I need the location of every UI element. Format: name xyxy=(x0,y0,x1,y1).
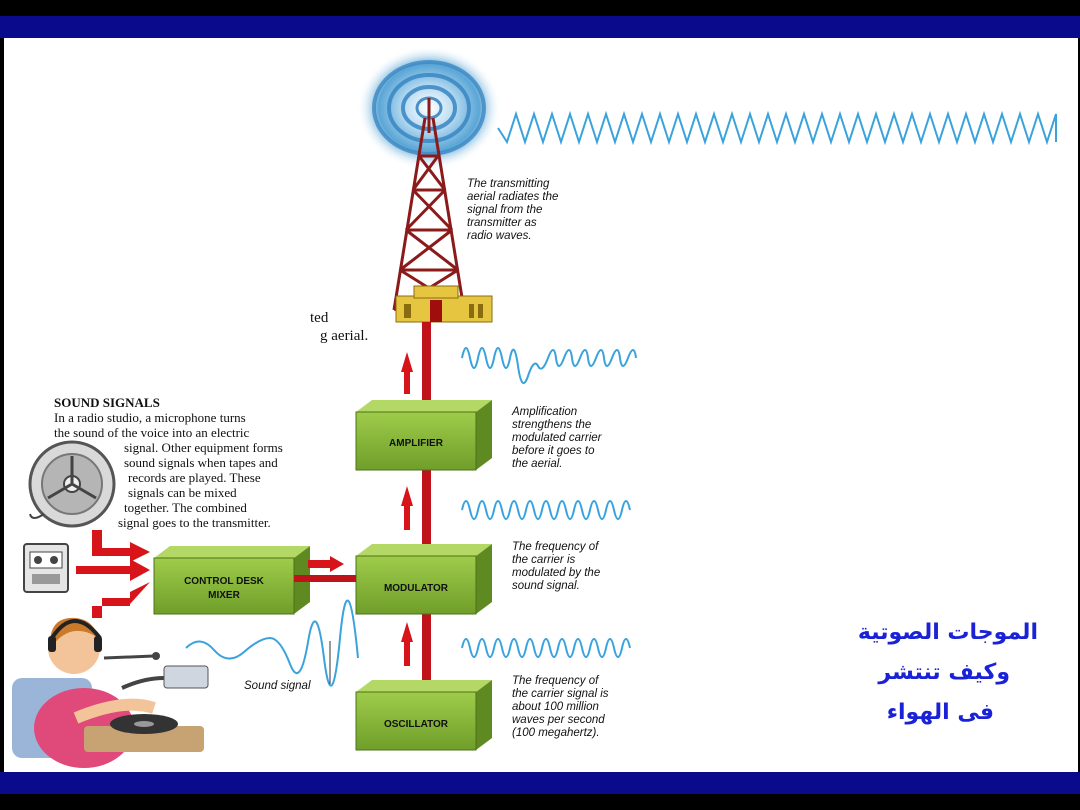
slide-frame-top xyxy=(0,16,1080,38)
mixer-modulator-link xyxy=(294,575,356,582)
note-modulation: The frequency of the carrier is modulate… xyxy=(512,541,601,592)
cassette-icon xyxy=(23,543,69,593)
radio-wave-top xyxy=(497,110,1057,146)
arabic-caption-line3: فى الهواء xyxy=(886,700,994,725)
sound-signals-line: the sound of the voice into an electric xyxy=(54,425,250,440)
slide-canvas: AMPLIFIER MODULATOR OSCILLATOR CONTROL D… xyxy=(4,38,1078,772)
announcer-illustration xyxy=(12,617,209,768)
amplifier-box: AMPLIFIER xyxy=(355,400,492,471)
sound-signals-line: signal. Other equipment forms xyxy=(124,440,283,455)
sound-signals-line: signal goes to the transmitter. xyxy=(118,515,271,530)
wave-amplified xyxy=(461,347,637,385)
sound-signals-line: records are played. These xyxy=(128,470,261,485)
note-oscillator: The frequency of the carrier signal is a… xyxy=(512,675,609,739)
amplifier-label: AMPLIFIER xyxy=(389,438,444,449)
note-aerial: The transmitting aerial radiates the sig… xyxy=(467,178,559,242)
wave-carrier xyxy=(461,638,631,658)
control-desk-mixer-box: CONTROL DESK MIXER xyxy=(153,546,310,615)
wave-modulated xyxy=(461,500,631,520)
modulator-box: MODULATOR xyxy=(355,544,492,615)
arrow-right-icon xyxy=(308,556,344,572)
mixer-label-line1: CONTROL DESK xyxy=(184,576,265,587)
oscillator-label: OSCILLATOR xyxy=(384,719,449,730)
arrow-up-icon xyxy=(401,352,413,666)
sound-signals-line: sound signals when tapes and xyxy=(124,455,278,470)
slide-frame-bottom xyxy=(0,772,1080,794)
modulator-label: MODULATOR xyxy=(384,583,449,594)
input-arrows xyxy=(76,530,150,618)
sound-signals-line: signals can be mixed xyxy=(128,485,237,500)
fragment-line1: ted xyxy=(310,310,329,326)
sound-signals-line: In a radio studio, a microphone turns xyxy=(54,410,246,425)
transmitter-building xyxy=(395,285,493,323)
radio-transmission-diagram: AMPLIFIER MODULATOR OSCILLATOR CONTROL D… xyxy=(12,46,1057,768)
reel-tape-icon xyxy=(28,440,116,528)
mixer-label-line2: MIXER xyxy=(208,590,240,601)
fragment-line2: g aerial. xyxy=(320,328,369,344)
note-amplification: Amplification strengthens the modulated … xyxy=(512,406,602,470)
sound-signals-line: together. The combined xyxy=(124,500,247,515)
sound-signals-heading: SOUND SIGNALS xyxy=(54,395,160,410)
arabic-caption-line2: وكيف تنتشر xyxy=(878,660,1010,685)
arabic-caption-line1: الموجات الصوتية xyxy=(857,620,1038,645)
signal-trunk xyxy=(422,322,431,692)
wave-sound-signal xyxy=(185,599,359,687)
oscillator-box: OSCILLATOR xyxy=(355,680,492,751)
note-sound-signal: Sound signal xyxy=(244,680,311,692)
